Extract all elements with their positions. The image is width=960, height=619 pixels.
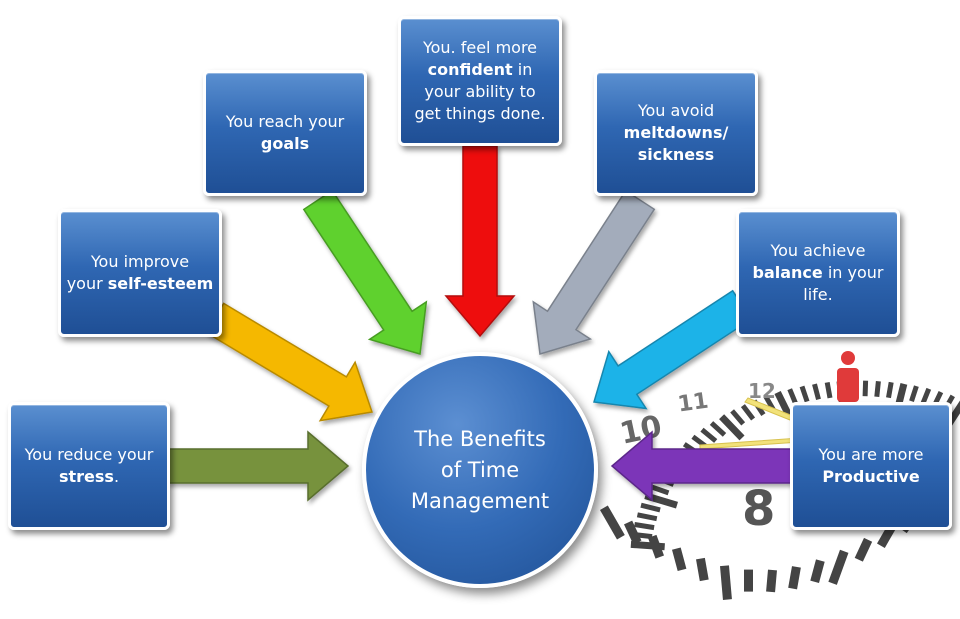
clock-tick	[709, 421, 727, 437]
person-marker-icon	[837, 351, 859, 402]
clock-tick	[877, 524, 896, 548]
benefit-text-line: You reach your	[226, 111, 345, 133]
benefit-text-line: your ability to	[424, 81, 535, 103]
clock-number-8: 8	[742, 481, 775, 537]
benefit-text-line: stress.	[59, 466, 119, 488]
benefit-text: your ability to	[424, 82, 536, 101]
benefit-box-meltdowns: You avoid meltdowns/sickness	[594, 70, 758, 196]
benefit-text: life.	[803, 285, 833, 304]
benefit-arrows	[167, 145, 801, 502]
center-title-line-3: Management	[410, 488, 550, 513]
clock-tick	[766, 569, 777, 593]
clock-tick	[920, 387, 932, 405]
clock-tick	[700, 427, 718, 443]
benefit-text-line: You achieve	[770, 240, 865, 262]
center-title-line-1: The Benefits	[414, 426, 546, 451]
benefit-text: You are more	[818, 445, 924, 464]
clock-tick	[623, 520, 642, 545]
clock-tick	[812, 383, 821, 401]
clock-tick	[810, 559, 825, 583]
benefit-text: in	[512, 60, 533, 79]
benefit-text-line: your self-esteem	[67, 273, 214, 295]
clock-tick	[874, 380, 881, 397]
benefit-box-self-esteem: You improve your self-esteem	[58, 209, 222, 337]
benefit-keyword: stress	[58, 467, 114, 486]
clock-tick	[774, 390, 793, 419]
clock-tick	[720, 565, 732, 600]
benefit-keyword: Productive	[822, 467, 920, 486]
clock-tick	[862, 380, 869, 397]
clock-number-11: 11	[676, 389, 710, 418]
arrow-stress-icon	[167, 430, 350, 502]
benefit-text-line: get things done.	[415, 103, 546, 125]
clock-tick	[788, 566, 801, 590]
clock-tick	[600, 505, 625, 540]
benefit-text-line: goals	[261, 133, 309, 155]
benefit-text: .	[113, 467, 120, 486]
arrow-productive-icon	[610, 430, 801, 502]
benefit-text: in your	[822, 263, 884, 282]
clock-tick	[828, 549, 849, 585]
benefit-keyword: sickness	[637, 145, 715, 164]
benefit-text: get things done.	[414, 104, 546, 123]
benefit-text-line: You avoid	[638, 100, 714, 122]
benefit-text-line: sickness	[638, 144, 714, 166]
arrow-goals-icon	[302, 189, 428, 355]
clock-tick	[744, 569, 753, 592]
benefit-text-line: balance in your	[753, 262, 884, 284]
clock-tick	[824, 381, 833, 399]
clock-tick	[636, 512, 658, 522]
clock-tick	[799, 385, 810, 403]
benefit-text-line: You are more	[818, 444, 923, 466]
clock-tick	[695, 557, 709, 582]
clock-tick	[719, 414, 745, 441]
arrow-self-esteem-icon	[205, 302, 373, 422]
benefit-keyword: meltdowns/	[623, 123, 729, 142]
arrow-balance-icon	[593, 289, 753, 410]
benefit-keyword: goals	[260, 134, 310, 153]
clock-tick	[649, 484, 670, 496]
benefit-keyword: balance	[752, 263, 823, 282]
clock-tick	[730, 409, 746, 426]
clock-tick	[648, 534, 664, 559]
benefit-text: You reduce your	[24, 445, 154, 464]
benefit-text-line: meltdowns/	[624, 122, 729, 144]
clock-tick	[854, 537, 873, 562]
benefit-keyword: self-esteem	[107, 274, 214, 293]
benefit-text-line: life.	[803, 284, 832, 306]
benefit-text: You achieve	[770, 241, 866, 260]
benefit-text-line: You. feel more	[423, 37, 537, 59]
center-title-line-2: of Time	[440, 457, 520, 482]
clock-tick	[672, 547, 687, 572]
benefit-text: You. feel more	[422, 38, 538, 57]
benefit-text-line: Productive	[822, 466, 919, 488]
benefit-text-line: You reduce your	[25, 444, 154, 466]
benefit-text: You improve	[90, 252, 190, 271]
benefit-text: your	[66, 274, 108, 293]
benefit-keyword: confident	[427, 60, 513, 79]
arrow-meltdowns-icon	[532, 189, 656, 355]
benefit-text: You reach your	[225, 112, 345, 131]
benefit-box-stress: You reduce your stress.	[8, 402, 170, 530]
clock-tick	[909, 385, 919, 402]
benefit-text-line: confident in	[428, 59, 533, 81]
benefit-text: You avoid	[637, 101, 715, 120]
clock-tick	[886, 381, 894, 399]
arrow-confident-icon	[444, 145, 516, 338]
clock-tick	[640, 502, 661, 513]
clock-tick	[740, 404, 756, 421]
center-title-circle: The Benefits of Time Management	[362, 352, 598, 588]
benefit-text-line: You improve	[91, 251, 189, 273]
clock-tick	[787, 388, 799, 405]
benefit-box-goals: You reach your goals	[203, 70, 367, 196]
clock-tick	[634, 522, 655, 531]
clock-number-12: 12	[748, 379, 776, 403]
